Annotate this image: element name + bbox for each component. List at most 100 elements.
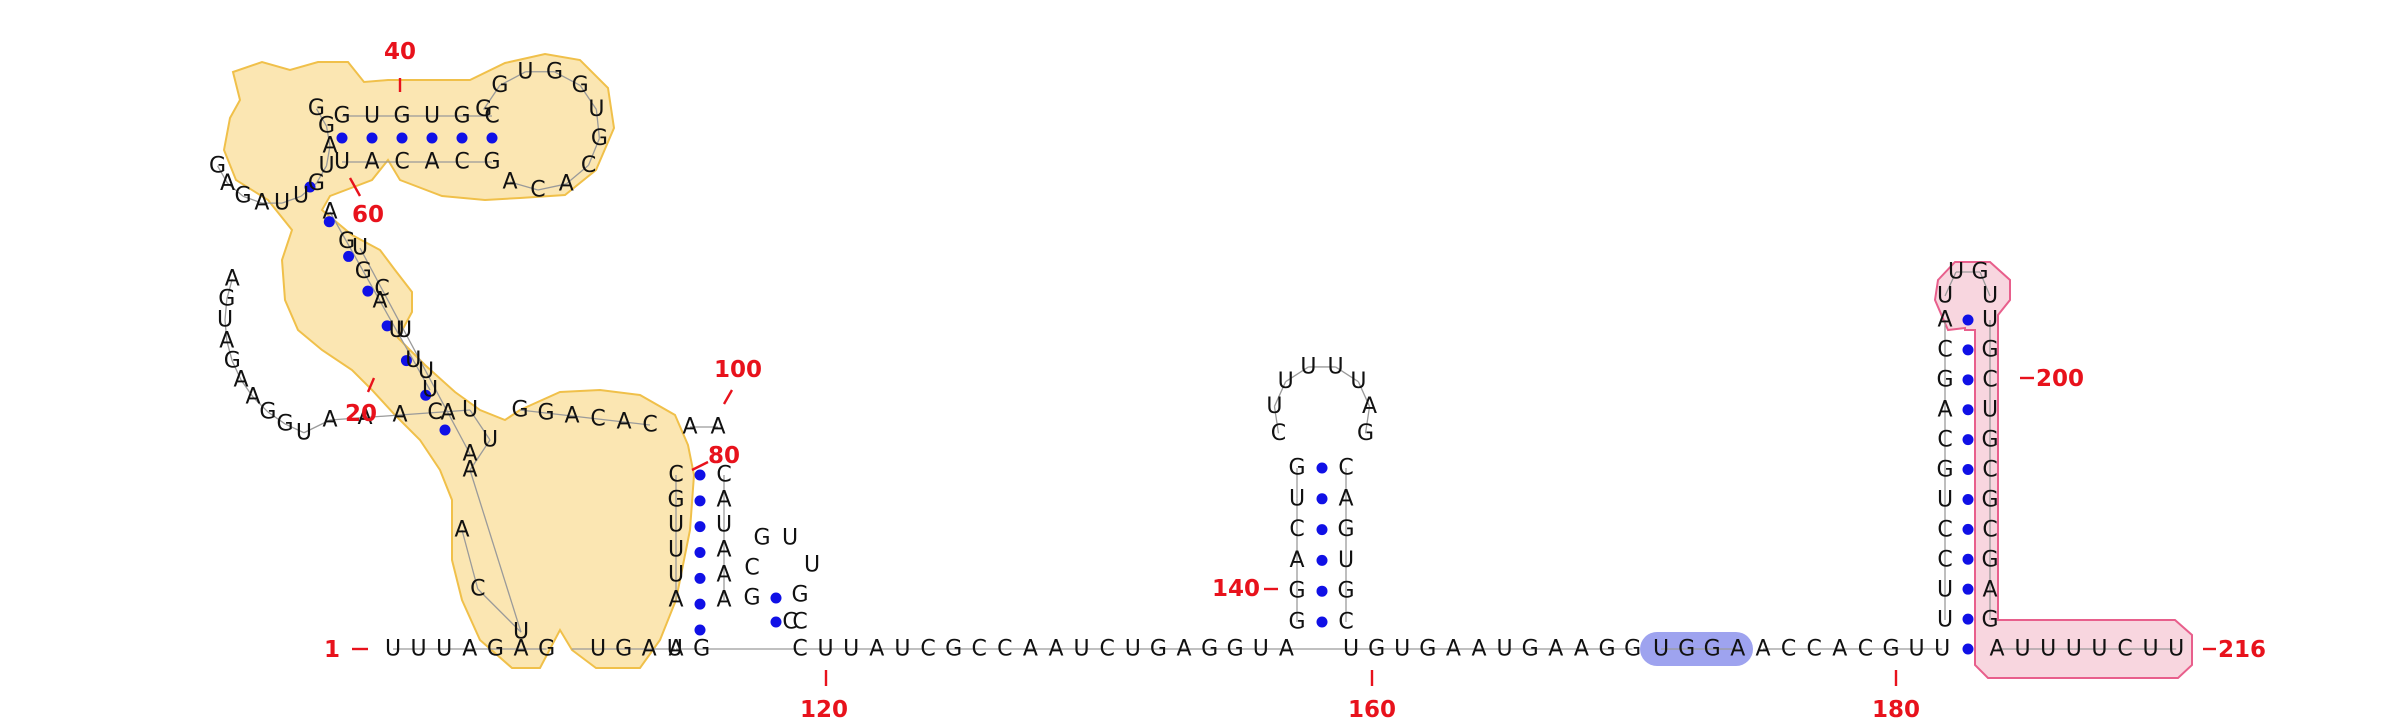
index-160: 160 (1348, 697, 1396, 723)
hp2-loop-link (1273, 406, 1280, 434)
left-arm-link (434, 409, 471, 414)
nucleotide-A: A (1362, 394, 1377, 419)
index-1: 1 (324, 637, 340, 663)
nucleotide-A: A (254, 191, 269, 216)
nucleotide-U: U (462, 398, 478, 423)
nucleotide-A: A (462, 458, 477, 483)
nucleotide-A: A (424, 150, 439, 175)
nucleotide-G: G (1936, 368, 1953, 393)
nucleotide-C: C (1781, 637, 1796, 662)
nucleotide-U: U (590, 637, 606, 662)
nucleotide-C: C (590, 407, 605, 432)
nucleotide-U: U (424, 104, 440, 129)
nucleotide-A: A (1755, 637, 1770, 662)
nucleotide-A: A (716, 538, 731, 563)
nucleotide-G: G (1624, 637, 1641, 662)
nucleotide-U: U (1338, 548, 1354, 573)
left-arm-link (469, 409, 491, 441)
nucleotide-G: G (1368, 637, 1385, 662)
nucleotide-U: U (418, 359, 434, 384)
nucleotide-G: G (1981, 608, 1998, 633)
base-pair-dot (1316, 493, 1328, 505)
nucleotide-U: U (1394, 637, 1410, 662)
nucleotide-C: C (1937, 338, 1952, 363)
mid-stem-outer-link (362, 271, 381, 302)
nucleotide-G: G (259, 399, 276, 424)
nucleotide-U: U (513, 620, 529, 645)
nucleotide-A: A (322, 408, 337, 433)
nucleotide-U: U (517, 59, 533, 84)
base-pair-dot (323, 216, 335, 228)
mid-stem-outer-link (329, 211, 348, 242)
nucleotide-U: U (1982, 398, 1998, 423)
base-pair-dot (1316, 585, 1328, 597)
position-ticks (348, 78, 2216, 686)
nucleotide-A: A (1338, 486, 1353, 511)
nucleotide-U: U (296, 420, 312, 445)
base-pair-dot (426, 132, 438, 144)
nucleotide-U: U (1937, 578, 1953, 603)
base-pair-dot (396, 132, 408, 144)
nucleotide-A: A (1937, 398, 1952, 423)
base-pair-dot (439, 424, 451, 436)
nucleotide-U: U (422, 378, 438, 403)
left-arm-link (364, 414, 401, 419)
base-pair-dot (304, 181, 316, 193)
nucleotide-U: U (1125, 637, 1141, 662)
nucleotide-A: A (502, 169, 517, 194)
nucleotide-G: G (338, 229, 355, 254)
nucleotide-C: C (454, 150, 469, 175)
top-right-loop-link (579, 85, 597, 110)
nucleotide-U: U (1343, 637, 1359, 662)
nucleotide-G: G (234, 184, 251, 209)
base-pair-dot (1962, 434, 1974, 446)
nucleotide-G: G (511, 398, 528, 423)
region-pink-hairpin (1933, 261, 2193, 679)
nucleotide-U: U (1937, 608, 1953, 633)
nucleotide-A: A (1548, 637, 1563, 662)
nucleotide-A: A (219, 328, 234, 353)
nucleotide-A: A (668, 588, 683, 613)
nucleotide-G: G (1522, 637, 1539, 662)
nucleotide-A: A (357, 405, 372, 430)
left-arm-link (224, 319, 228, 341)
highlight-regions (222, 52, 2193, 679)
nucleotide-U: U (1278, 369, 1294, 394)
top-left-loop-link (325, 126, 331, 147)
nucleotide-A: A (1446, 637, 1461, 662)
index-180: 180 (1872, 697, 1920, 723)
hp2-loop-link (1285, 366, 1309, 383)
nucleotide-G: G (308, 171, 325, 196)
nucleotide-G: G (945, 637, 962, 662)
nucleotide-A: A (462, 637, 477, 662)
nucleotide-U: U (1948, 260, 1964, 285)
mid-stem-inner-link (403, 330, 427, 372)
nucleotide-C: C (716, 463, 731, 488)
nucleotide-A: A (716, 563, 731, 588)
nucleotide-G: G (487, 637, 504, 662)
nucleotide-U: U (334, 150, 350, 175)
nucleotide-G: G (1981, 488, 1998, 513)
index-20: 20 (345, 401, 377, 427)
hp2-loop-link (1335, 366, 1359, 383)
nucleotide-G: G (1288, 456, 1305, 481)
top-right-loop-link (554, 71, 581, 86)
nucleotide-A: A (225, 266, 240, 291)
nucleotide-U: U (894, 637, 910, 662)
base-pair-dot (486, 132, 498, 144)
mid-loop-right-link (623, 421, 651, 426)
nucleotide-A: A (1279, 637, 1294, 662)
nucleotide-A: A (642, 637, 657, 662)
top-right-loop-link (483, 85, 501, 110)
nucleotide-G: G (453, 104, 470, 129)
nucleotide-A: A (392, 403, 407, 428)
index-60: 60 (352, 202, 384, 228)
top-right-loop-link (587, 138, 601, 166)
nucleotide-G: G (1598, 637, 1615, 662)
nucleotide-C: C (1271, 421, 1286, 446)
mid-stem-outer-link (346, 241, 364, 272)
nucleotide-G: G (1678, 637, 1695, 662)
nucleotide-C: C (1100, 637, 1115, 662)
nucleotide-U: U (318, 153, 334, 178)
nucleotide-G: G (318, 114, 335, 139)
